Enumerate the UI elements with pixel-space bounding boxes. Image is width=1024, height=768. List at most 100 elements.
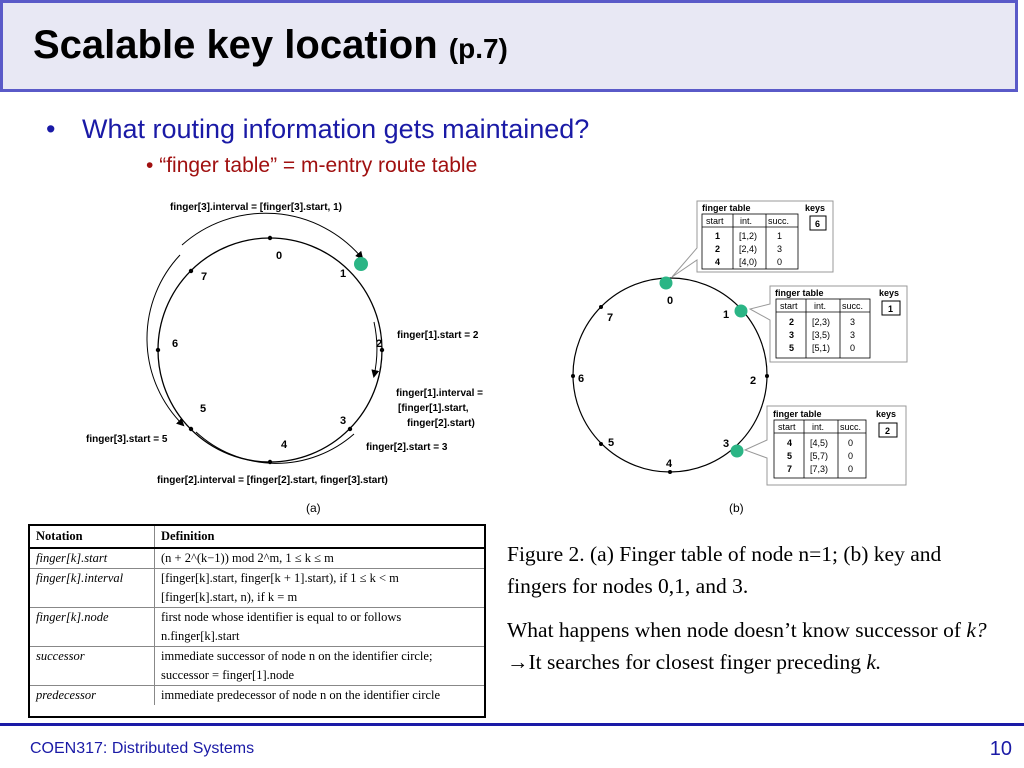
table-row: finger[k].interval [finger[k].start, fin… [30,568,484,588]
ft3-title: finger table [773,409,822,419]
ft3-r0-int: [4,5) [810,438,828,448]
finger-table-node-1: finger table keys 1 start int. succ. 2 [… [748,285,908,363]
ft1-grid [775,298,871,359]
ft1-r2-start: 5 [789,343,794,353]
ft3-r0-succ: 0 [848,438,853,448]
point-b-4 [668,470,672,474]
ft0-r0-succ: 1 [777,231,782,241]
node-label-a-1: 1 [340,268,346,280]
notation-cell [30,588,155,608]
ft0-keys-box [809,215,827,231]
ft3-key: 2 [885,426,890,436]
point-a-7 [188,268,194,274]
point-a-2 [379,347,385,353]
point-a-0 [267,235,273,241]
ft0-title: finger table [702,203,751,213]
node-label-a-2: 2 [376,338,382,350]
bullet-sub-text: “finger table” = m-entry route table [159,154,478,177]
ft0-keys-label: keys [805,203,825,213]
ft0-r0-start: 1 [715,231,720,241]
ft3-r2-int: [7,3) [810,464,828,474]
definition-cell: (n + 2^(k−1)) mod 2^m, 1 ≤ k ≤ m [154,547,484,569]
ann-finger3-start: finger[3].start = 5 [86,434,168,445]
node-label-b-4: 4 [666,458,673,470]
caption-paragraph-2: What happens when node doesn’t know succ… [507,614,987,678]
table-row: n.finger[k].start [30,627,484,647]
ft3-h-start: start [778,422,796,432]
ft3-r2-start: 7 [787,464,792,474]
ft1-r0-int: [2,3) [812,317,830,327]
ft1-h-succ: succ. [842,301,863,311]
ft1-h-int: int. [814,301,826,311]
caption-p2-end: It searches for closest finger preceding [528,650,867,674]
notation-cell: predecessor [30,685,155,705]
ann-finger3-interval: finger[3].interval = [finger[3].start, 1… [170,202,342,213]
ft1-r0-start: 2 [789,317,794,327]
node-label-b-0: 0 [667,295,673,307]
ft0-r2-succ: 0 [777,257,782,267]
ft3-r1-start: 5 [787,451,792,461]
node-label-a-3: 3 [340,415,346,427]
caption-p2-k2: k. [866,650,882,674]
table-row: successor immediate successor of node n … [30,646,484,666]
notation-cell: finger[k].start [30,547,155,569]
node-a-1 [354,257,368,271]
ft0-h-succ: succ. [768,216,789,226]
finger-table-node-0: finger table keys 6 start int. succ. 1 [… [671,200,834,278]
table-row: [finger[k].start, n), if k = m [30,588,484,608]
ann-finger1-interval-1: finger[1].interval = [396,388,483,399]
ft3-r2-succ: 0 [848,464,853,474]
interval-arc-right [371,321,380,378]
ft1-keys-label: keys [879,288,899,298]
ft3-grid [773,419,867,479]
node-label-b-6: 6 [578,373,584,385]
notation-header-notation: Notation [30,526,155,549]
ft1-r1-start: 3 [789,330,794,340]
definition-cell: [finger[k].start, finger[k + 1].start), … [154,568,484,588]
ft0-r2-start: 4 [715,257,720,267]
ft0-r2-int: [4,0) [739,257,757,267]
title-text: Scalable key location [33,23,438,67]
definition-cell: first node whose identifier is equal to … [154,607,484,627]
node-label-a-7: 7 [201,271,207,283]
point-a-3 [347,426,353,432]
point-a-4 [267,459,273,465]
table-row: predecessor immediate predecessor of nod… [30,685,484,705]
table-row: successor = finger[1].node [30,666,484,686]
ft3-r1-succ: 0 [848,451,853,461]
table-row: finger[k].start (n + 2^(k−1)) mod 2^m, 1… [30,547,484,569]
node-label-b-2: 2 [750,375,756,387]
ft1-key: 1 [888,304,893,314]
ann-finger1-interval-3: finger[2].start) [407,418,475,429]
ann-finger1-interval-2: [finger[1].start, [398,403,469,414]
title-bar: Scalable key location (p.7) [0,0,1018,92]
caption-a: (a) [306,501,321,515]
point-b-5 [599,442,603,446]
ft0-h-start: start [706,216,724,226]
point-b-2 [765,374,769,378]
ft3-h-int: int. [812,422,824,432]
ft3-h-succ: succ. [840,422,861,432]
notation-cell [30,666,155,686]
definition-cell: immediate successor of node n on the ide… [154,646,484,666]
node-b-1 [734,304,748,318]
table-row: finger[k].node first node whose identifi… [30,607,484,627]
ft1-r2-succ: 0 [850,343,855,353]
ft1-h-start: start [780,301,798,311]
title-page-ref: (p.7) [448,33,508,64]
definition-cell: [finger[k].start, n), if k = m [161,590,298,604]
diagram-b: 0 1 2 3 4 5 6 7 finger table keys 6 star… [571,200,908,515]
ft3-keys-label: keys [876,409,896,419]
ft0-r1-int: [2,4) [739,244,757,254]
ft0-key: 6 [815,219,820,229]
point-b-7 [599,305,603,309]
definition-cell: immediate predecessor of node n on the i… [154,685,484,705]
footer-course: COEN317: Distributed Systems [30,740,255,757]
node-label-a-6: 6 [172,338,178,350]
node-label-a-4: 4 [281,439,288,451]
ft1-keys-box [881,300,901,316]
ann-finger1-start: finger[1].start = 2 [397,330,479,341]
notation-grid: Notation Definition finger[k].start (n +… [30,526,484,705]
ft0-h-int: int. [740,216,752,226]
